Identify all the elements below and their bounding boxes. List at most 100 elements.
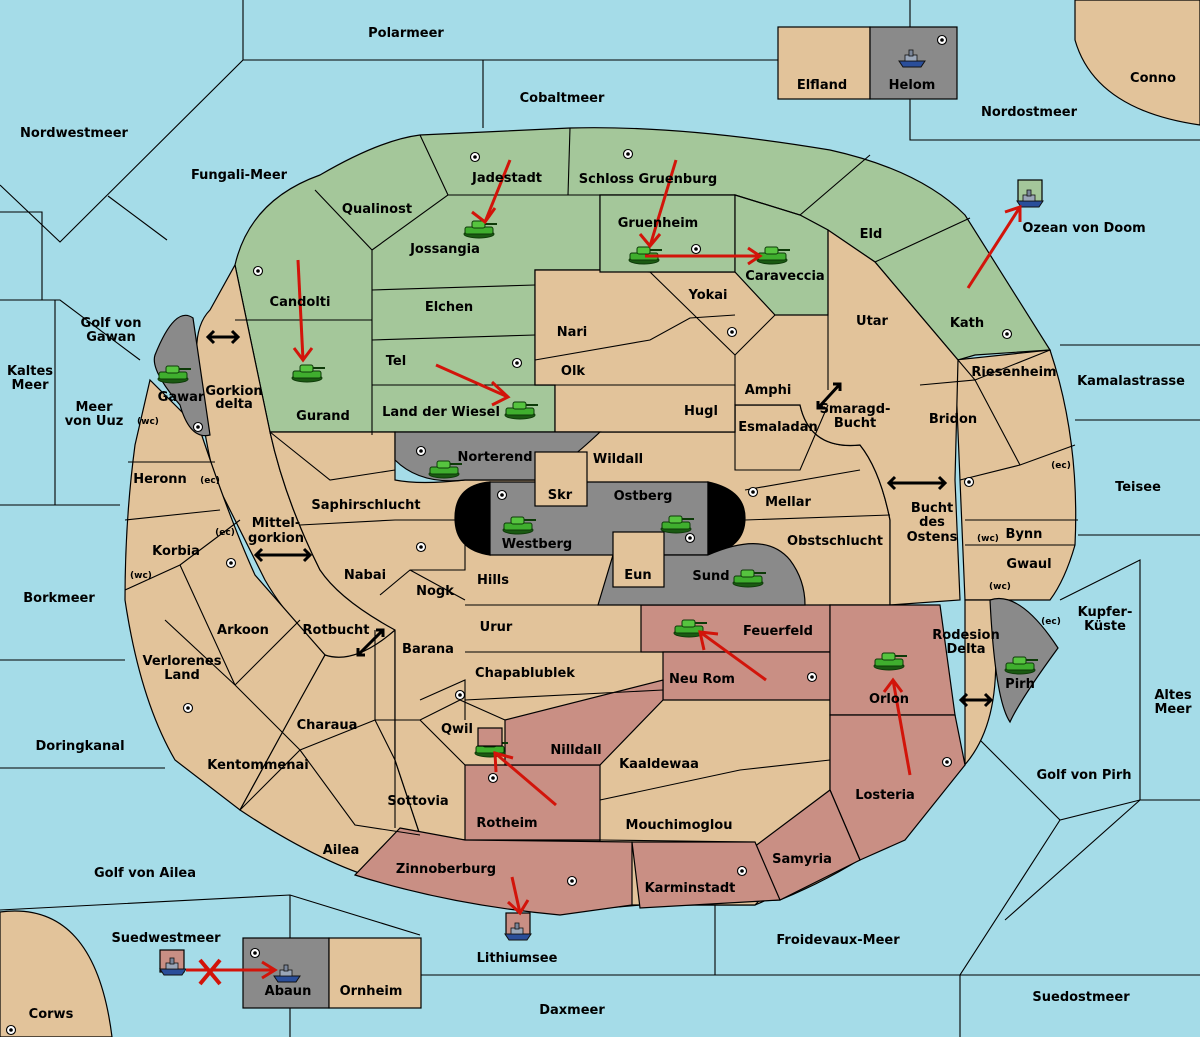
label-bucht-des-ostens-3: Ostens <box>907 530 958 545</box>
coast-label-heronn-ec: (ec) <box>200 476 220 486</box>
label-rodesion-delta-2: Delta <box>946 642 985 657</box>
label-altes-meer-2: Meer <box>1155 702 1193 717</box>
label-polarmeer: Polarmeer <box>368 26 444 41</box>
region-elfland[interactable] <box>777 26 871 100</box>
region-karminstadt[interactable] <box>631 841 781 909</box>
label-bridon: Bridon <box>929 412 977 427</box>
coast-label-korbia-wc: (wc) <box>130 571 152 581</box>
label-zinnoberburg: Zinnoberburg <box>396 862 496 877</box>
region-west-end-cap <box>454 481 491 556</box>
label-kamalastrasse: Kamalastrasse <box>1077 374 1185 389</box>
label-mittelgorkion-2: gorkion <box>248 531 304 546</box>
label-nilldall: Nilldall <box>550 743 601 758</box>
label-eun: Eun <box>624 568 651 583</box>
region-zinnoberburg[interactable] <box>353 827 633 916</box>
label-orlon: Orlon <box>869 692 909 707</box>
label-helom: Helom <box>889 78 936 93</box>
region-skr[interactable] <box>534 451 588 507</box>
label-qwil: Qwil <box>441 722 473 737</box>
region-conno[interactable] <box>1074 0 1200 126</box>
label-barana: Barana <box>402 642 454 657</box>
label-neu-rom: Neu Rom <box>669 672 735 687</box>
label-suedostmeer: Suedostmeer <box>1032 990 1130 1005</box>
label-kupfer-kueste-1: Kupfer- <box>1078 605 1133 620</box>
label-obstschlucht: Obstschlucht <box>787 534 883 549</box>
label-nogk: Nogk <box>416 584 454 599</box>
label-samyria: Samyria <box>772 852 832 867</box>
label-teisee: Teisee <box>1115 480 1161 495</box>
label-amphi: Amphi <box>745 383 792 398</box>
label-mellar: Mellar <box>765 495 811 510</box>
label-rodesion-delta-1: Rodesion <box>932 628 999 643</box>
label-smaragd-bucht-1: Smaragd- <box>820 402 891 417</box>
coast-label-gawar-wc: (wc) <box>137 417 159 427</box>
label-wildall: Wildall <box>593 452 643 467</box>
label-verlorenes-land-2: Land <box>164 668 200 683</box>
label-chapablublek: Chapablublek <box>475 666 575 681</box>
coast-label-korbia-ec: (ec) <box>215 528 235 538</box>
label-kupfer-kueste-2: Küste <box>1084 619 1126 634</box>
label-feuerfeld: Feuerfeld <box>743 624 813 639</box>
label-gorkion-delta-2: delta <box>215 397 253 412</box>
label-nabai: Nabai <box>344 568 386 583</box>
region-east-coast <box>954 349 1077 601</box>
region-nilldall[interactable] <box>504 679 664 766</box>
convoy-links <box>205 329 994 708</box>
label-nordostmeer: Nordostmeer <box>981 105 1078 120</box>
label-jossangia: Jossangia <box>409 242 480 257</box>
label-utar: Utar <box>856 314 889 329</box>
label-verlorenes-land-1: Verlorenes <box>142 654 221 669</box>
label-golf-von-gawan-2: Gawan <box>86 330 135 345</box>
region-inner-northeast <box>534 229 961 606</box>
region-eun[interactable] <box>612 531 665 588</box>
coast-label-pirh-ec: (ec) <box>1041 617 1061 627</box>
label-kaaldewaa: Kaaldewaa <box>619 757 699 772</box>
label-hills: Hills <box>477 573 509 588</box>
label-ornheim: Ornheim <box>340 984 403 999</box>
label-heronn: Heronn <box>133 472 187 487</box>
label-arkoon: Arkoon <box>217 623 269 638</box>
label-ailea: Ailea <box>323 843 360 858</box>
label-land-der-wiesel: Land der Wiesel <box>382 405 500 420</box>
label-cobaltmeer: Cobaltmeer <box>520 91 605 106</box>
coast-label-teisee-ec: (ec) <box>1051 461 1071 471</box>
label-golf-von-gawan-1: Golf von <box>81 316 142 331</box>
label-fungali-meer: Fungali-Meer <box>191 168 288 183</box>
label-conno: Conno <box>1130 71 1176 86</box>
label-esmaladan: Esmaladan <box>738 420 818 435</box>
label-gruenheim: Gruenheim <box>618 216 698 231</box>
label-nordwestmeer: Nordwestmeer <box>20 126 128 141</box>
label-skr: Skr <box>548 488 573 503</box>
label-nari: Nari <box>557 325 588 340</box>
province-borders <box>124 127 1078 843</box>
label-gorkion-delta-1: Gorkion <box>205 384 262 399</box>
label-elfland: Elfland <box>797 78 847 93</box>
label-elchen: Elchen <box>425 300 473 315</box>
label-golf-von-pirh: Golf von Pirh <box>1036 768 1131 783</box>
label-lithiumsee: Lithiumsee <box>477 951 558 966</box>
label-meer-von-uuz-2: von Uuz <box>65 414 124 429</box>
label-doringkanal: Doringkanal <box>35 739 124 754</box>
coast-label-bynn-wc: (wc) <box>977 534 999 544</box>
region-corws[interactable] <box>0 910 113 1037</box>
label-bynn: Bynn <box>1006 527 1043 542</box>
region-ornheim[interactable] <box>328 937 422 1009</box>
label-tel: Tel <box>386 354 406 369</box>
label-gwaul: Gwaul <box>1006 557 1051 572</box>
label-corws: Corws <box>29 1007 74 1022</box>
region-gruenheim[interactable] <box>599 194 736 273</box>
label-gurand: Gurand <box>296 409 350 424</box>
label-bucht-des-ostens-1: Bucht <box>911 501 953 516</box>
label-westberg: Westberg <box>502 537 572 552</box>
label-rotbucht: Rotbucht <box>303 623 370 638</box>
label-sottovia: Sottovia <box>387 794 448 809</box>
order-arrows <box>186 159 1022 986</box>
label-ozean-von-doom: Ozean von Doom <box>1022 221 1145 236</box>
label-gawar: Gawar <box>158 390 205 405</box>
label-yokai: Yokai <box>687 288 727 303</box>
label-jadestadt: Jadestadt <box>471 171 542 186</box>
label-bucht-des-ostens-2: des <box>919 515 945 530</box>
